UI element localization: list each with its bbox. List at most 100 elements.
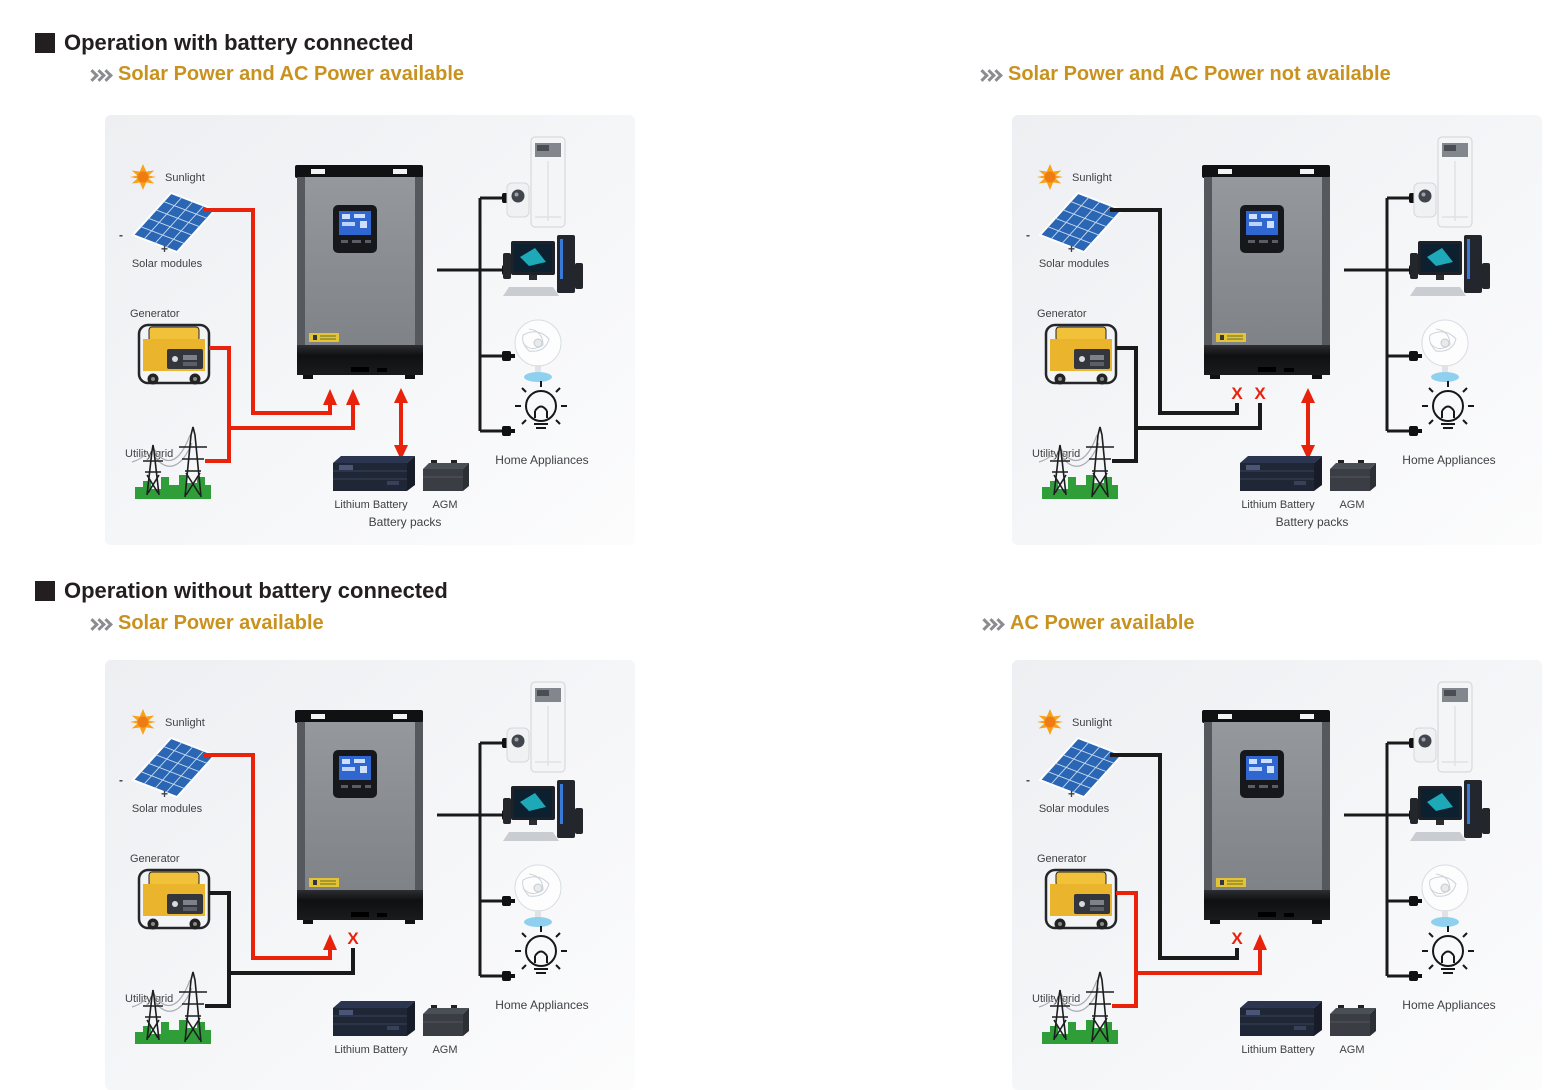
home-appliances-label: Home Appliances bbox=[1402, 453, 1495, 467]
fan-icon bbox=[1421, 864, 1469, 927]
subtitle-text: Solar Power available bbox=[118, 612, 324, 634]
utility-grid-label: Utility grid bbox=[1032, 448, 1080, 460]
inverter-display bbox=[333, 750, 377, 798]
solar-wire bbox=[1110, 753, 1239, 960]
section-1-header: Operation with battery connected bbox=[35, 30, 414, 56]
inverter-display bbox=[333, 205, 377, 253]
generator-label: Generator bbox=[1037, 853, 1087, 865]
subtitle-text: Solar Power and AC Power not available bbox=[1008, 63, 1391, 85]
triple-chevron-icon bbox=[86, 69, 113, 82]
solar-arrowhead bbox=[323, 389, 337, 405]
air-conditioner-icon bbox=[530, 681, 566, 773]
sun-icon bbox=[1037, 164, 1063, 190]
generator-icon bbox=[137, 868, 211, 930]
ac-wire-branch bbox=[1136, 948, 1262, 975]
triple-chevron-icon bbox=[976, 69, 1003, 82]
solar-arrowhead bbox=[323, 934, 337, 950]
generator-label: Generator bbox=[1037, 308, 1087, 320]
battery-packs-label: Battery packs bbox=[369, 515, 442, 529]
sunlight-label: Sunlight bbox=[1072, 717, 1112, 729]
sunlight-label: Sunlight bbox=[1072, 172, 1112, 184]
operation-diagram: Sunlight - + Solar modules Generator bbox=[1012, 115, 1542, 545]
lithium-battery-icon bbox=[333, 456, 415, 491]
ac-arrowhead bbox=[1253, 934, 1267, 950]
ac-x-mark: X bbox=[347, 929, 359, 948]
utility-grid-label: Utility grid bbox=[125, 993, 173, 1005]
solar-modules-label: Solar modules bbox=[1039, 803, 1110, 815]
lithium-battery-icon bbox=[333, 1001, 415, 1036]
inverter-icon bbox=[1202, 165, 1330, 379]
agm-battery-icon bbox=[423, 460, 469, 491]
ac-x-mark: X bbox=[1254, 384, 1266, 403]
lithium-battery-icon bbox=[1240, 1001, 1322, 1036]
section-bullet bbox=[35, 33, 55, 53]
ac-wire bbox=[1112, 891, 1138, 1008]
subtitle-3: Solar Power available bbox=[86, 612, 324, 635]
operation-diagram: Sunlight - + Solar modules Generator bbox=[1012, 660, 1542, 1090]
generator-icon bbox=[137, 323, 211, 385]
agm-label: AGM bbox=[432, 1044, 457, 1056]
agm-label: AGM bbox=[1339, 499, 1364, 511]
appliance-bus bbox=[1344, 196, 1410, 433]
sun-icon bbox=[130, 709, 156, 735]
agm-label: AGM bbox=[1339, 1044, 1364, 1056]
battery-link-arrow bbox=[1301, 388, 1315, 460]
appliance-bus bbox=[1344, 741, 1410, 978]
section-heading: Operation with battery connected bbox=[64, 30, 414, 55]
solar-panel-icon bbox=[131, 736, 217, 799]
light-bulb-icon bbox=[515, 381, 567, 429]
computer-icon bbox=[503, 235, 583, 296]
sunlight-label: Sunlight bbox=[165, 717, 205, 729]
solar-modules-label: Solar modules bbox=[1039, 258, 1110, 270]
computer-icon bbox=[503, 780, 583, 841]
solar-minus-sign: - bbox=[119, 228, 123, 242]
operation-diagram: Sunlight - + Solar modules Generator bbox=[105, 115, 635, 545]
utility-grid-label: Utility grid bbox=[125, 448, 173, 460]
inverter-display bbox=[1240, 750, 1284, 798]
solar-x-mark: X bbox=[1231, 384, 1243, 403]
inverter-icon bbox=[295, 710, 423, 924]
inverter-sticker bbox=[309, 333, 339, 342]
inverter-icon bbox=[295, 165, 423, 379]
triple-chevron-icon bbox=[978, 618, 1005, 631]
utility-grid-icon bbox=[1038, 426, 1118, 499]
inverter-sticker bbox=[1216, 333, 1246, 342]
inverter-sticker bbox=[309, 878, 339, 887]
solar-modules-label: Solar modules bbox=[132, 258, 203, 270]
solar-plus-sign: + bbox=[1068, 787, 1075, 801]
home-appliances-label: Home Appliances bbox=[1402, 998, 1495, 1012]
solar-minus-sign: - bbox=[1026, 773, 1030, 787]
agm-battery-icon bbox=[423, 1005, 469, 1036]
lithium-battery-label: Lithium Battery bbox=[334, 1044, 408, 1056]
solar-panel-icon bbox=[1038, 191, 1124, 254]
diagram-solar-and-ac-not-available: Sunlight - + Solar modules Generator bbox=[1012, 115, 1542, 545]
ac-wire-branch bbox=[229, 403, 355, 430]
generator-icon bbox=[1044, 323, 1118, 385]
ac-arrowhead bbox=[346, 389, 360, 405]
solar-plus-sign: + bbox=[161, 242, 168, 256]
inverter-display bbox=[1240, 205, 1284, 253]
solar-wire bbox=[1110, 208, 1239, 415]
camera-icon bbox=[1413, 727, 1437, 763]
camera-icon bbox=[506, 727, 530, 763]
ac-wire bbox=[205, 346, 231, 463]
generator-label: Generator bbox=[130, 853, 180, 865]
subtitle-2: Solar Power and AC Power not available bbox=[976, 63, 1391, 86]
appliance-bus bbox=[437, 741, 503, 978]
solar-minus-sign: - bbox=[1026, 228, 1030, 242]
subtitle-1: Solar Power and AC Power available bbox=[86, 63, 464, 86]
battery-link-arrow bbox=[394, 388, 408, 460]
ac-wire bbox=[1112, 346, 1138, 463]
home-appliances-label: Home Appliances bbox=[495, 998, 588, 1012]
agm-battery-icon bbox=[1330, 1005, 1376, 1036]
air-conditioner-icon bbox=[530, 136, 566, 228]
section-bullet bbox=[35, 581, 55, 601]
subtitle-text: AC Power available bbox=[1010, 612, 1195, 634]
lithium-battery-icon bbox=[1240, 456, 1322, 491]
solar-wire bbox=[203, 753, 332, 960]
fan-icon bbox=[514, 864, 562, 927]
sun-icon bbox=[130, 164, 156, 190]
appliance-bus bbox=[437, 196, 503, 433]
air-conditioner-icon bbox=[1437, 681, 1473, 773]
ac-wire-branch bbox=[1136, 403, 1262, 430]
